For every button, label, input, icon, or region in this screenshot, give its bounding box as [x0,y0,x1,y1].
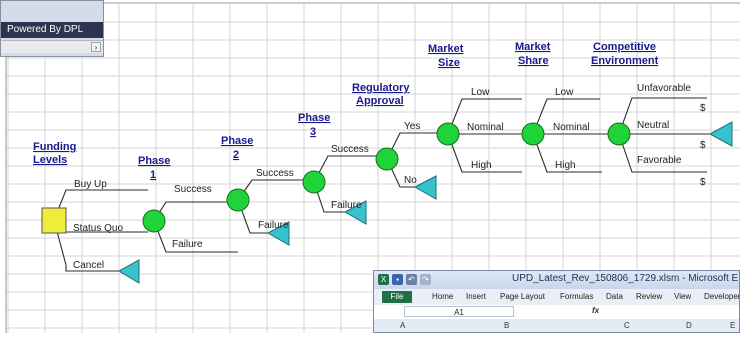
undo-icon[interactable]: ↶ [406,274,417,285]
tab-developer[interactable]: Developer [704,292,740,301]
scroll-right-icon[interactable]: › [91,42,101,52]
branch-label-size-high: High [471,160,492,171]
tab-home[interactable]: Home [432,292,454,301]
branch-label-size-nominal: Nominal [467,122,504,133]
terminal-node-phase-1-failure[interactable] [266,221,290,246]
tab-page-layout[interactable]: Page Layout [500,292,545,301]
branch-label-share-high: High [555,160,576,171]
branch-label-share-nominal: Nominal [553,122,590,133]
terminal-node-outcome[interactable] [708,121,733,147]
chance-node-competitive-environment[interactable] [607,122,631,146]
column-header-d[interactable]: D [686,321,692,330]
column-header-e[interactable]: E [730,321,736,330]
terminal-node-cancel[interactable] [117,259,140,284]
chance-node-market-size[interactable] [436,122,460,146]
branch-label-share-low: Low [555,87,574,98]
powered-by-dpl-label: Powered By DPL [1,22,103,38]
tab-insert[interactable]: Insert [466,292,487,301]
payoff-neutral: $ [700,140,706,151]
branch-label-buy-up: Buy Up [74,179,107,190]
dpl-panel: Powered By DPL › [0,0,104,57]
dpl-scrollbar[interactable]: › [1,40,103,53]
save-icon[interactable]: ▪ [392,274,403,285]
tab-review[interactable]: Review [636,292,663,301]
branch-label-favorable: Favorable [637,155,682,166]
tab-view[interactable]: View [674,292,692,301]
branch-label-status-quo: Status Quo [73,223,123,234]
column-header-a[interactable]: A [400,321,406,330]
branch-label-phase-3-failure: Failure [331,200,362,211]
branch-label-phase-2-failure: Failure [258,220,289,231]
excel-window-title: UPD_Latest_Rev_150806_1729.xlsm - Micros… [512,273,739,284]
branch-label-cancel: Cancel [73,260,104,271]
redo-icon[interactable]: ↷ [420,274,431,285]
formula-bar: A1 fx [374,305,739,320]
branch-label-phase-1-failure: Failure [172,239,203,250]
payoff-unfavorable: $ [700,103,706,114]
decision-node-funding[interactable] [41,207,67,234]
excel-title-bar: X ▪ ↶ ↷ UPD_Latest_Rev_150806_1729.xlsm … [374,271,739,290]
chance-node-phase-1[interactable] [142,209,166,233]
branch-label-phase-1-success: Success [174,184,212,195]
tab-data[interactable]: Data [606,292,623,301]
column-headers: A B C D E [374,319,739,332]
column-header-b[interactable]: B [504,321,510,330]
excel-ribbon-tabs: File Home Insert Page Layout Formulas Da… [374,289,739,306]
branch-label-size-low: Low [471,87,490,98]
branch-label-phase-3-success: Success [331,144,369,155]
chance-node-phase-3[interactable] [302,170,326,194]
tab-file[interactable]: File [382,291,412,303]
name-box[interactable]: A1 [404,306,514,317]
payoff-favorable: $ [700,177,706,188]
terminal-node-regulatory-no[interactable] [413,175,437,200]
column-header-c[interactable]: C [624,321,630,330]
branch-label-unfavorable: Unfavorable [637,83,691,94]
chance-node-market-share[interactable] [521,122,545,146]
branch-label-yes: Yes [404,121,420,132]
fx-icon[interactable]: fx [592,306,600,315]
chance-node-regulatory-approval[interactable] [375,147,399,171]
tab-formulas[interactable]: Formulas [560,292,594,301]
chance-node-phase-2[interactable] [226,188,250,212]
excel-app-icon[interactable]: X [378,274,389,285]
branch-label-no: No [404,175,417,186]
terminal-node-phase-2-failure[interactable] [343,200,367,225]
excel-window: X ▪ ↶ ↷ UPD_Latest_Rev_150806_1729.xlsm … [373,270,740,333]
branch-label-phase-2-success: Success [256,168,294,179]
branch-label-neutral: Neutral [637,120,669,131]
